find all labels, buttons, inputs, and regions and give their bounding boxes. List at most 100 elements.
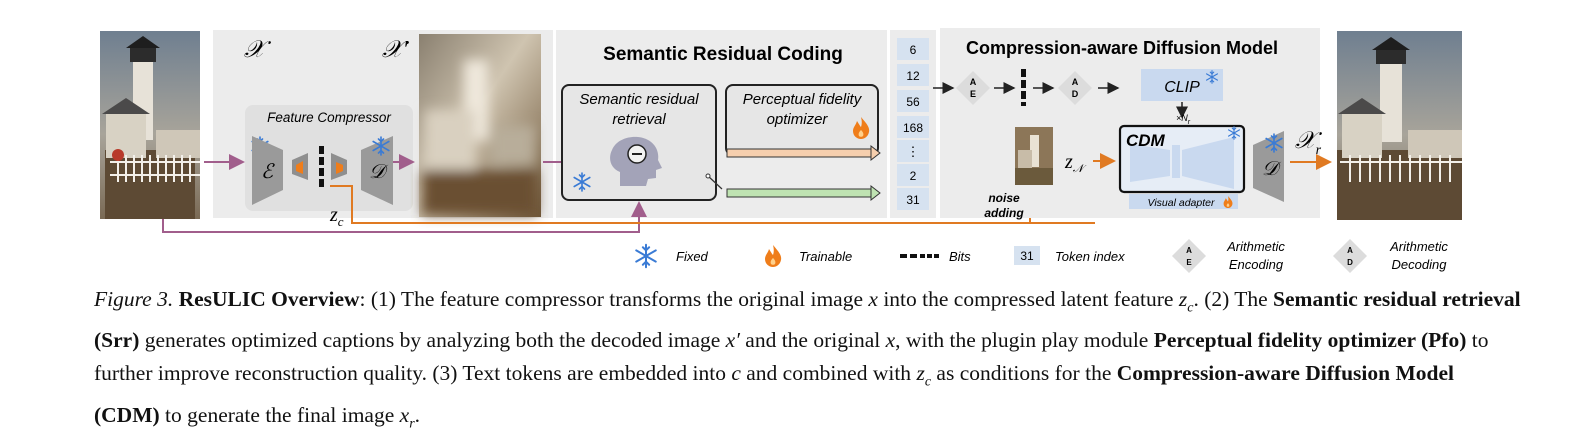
decoded-image xyxy=(419,34,541,217)
legend-trainable: Trainable xyxy=(799,249,852,264)
final-decoder-symbol: 𝒟 xyxy=(1262,158,1282,180)
caption-math: x′ xyxy=(725,328,740,353)
pfo-label-1: Perceptual fidelity xyxy=(743,91,863,108)
pfo-output-bar xyxy=(726,148,872,158)
legend-token-box xyxy=(1014,246,1040,265)
legend-ad-2: Decoding xyxy=(1392,257,1448,272)
caption-title: ResULIC Overview xyxy=(178,287,360,311)
legend-token-example: 31 xyxy=(1020,249,1034,263)
cdm-panel-title: Compression-aware Diffusion Model xyxy=(966,38,1278,58)
legend-ae-2: Encoding xyxy=(1229,257,1284,272)
snowflake-icon xyxy=(635,243,657,269)
legend-token-index: Token index xyxy=(1055,249,1125,264)
srr-output-arrowhead xyxy=(870,184,881,202)
ad-d: D xyxy=(1072,89,1079,99)
token: 2 xyxy=(910,169,917,183)
cdm-label: CDM xyxy=(1126,131,1166,150)
cdm-encoder-shape xyxy=(1130,144,1170,182)
cdm-decoder-shape xyxy=(1182,137,1234,189)
caption-math: xr xyxy=(399,402,415,431)
caption-term: Compression-aware Diffusion Model (CDM) xyxy=(94,361,1454,427)
token: 12 xyxy=(906,69,920,83)
caption-math: x xyxy=(885,328,896,353)
feature-compressor-label: Feature Compressor xyxy=(267,110,391,125)
legend-ae-a: A xyxy=(1186,246,1192,255)
clip-box xyxy=(1141,69,1223,101)
bits-icon xyxy=(900,254,939,258)
flame-icon xyxy=(336,162,343,174)
encoder-symbol: ℰ xyxy=(261,161,275,183)
legend-ae-e: E xyxy=(1186,258,1192,267)
token: 168 xyxy=(903,121,923,135)
legend-ad-1: Arithmetic xyxy=(1389,239,1448,254)
bits-icon xyxy=(319,146,324,187)
semantic-residual-title: Semantic Residual Coding xyxy=(603,44,843,65)
caption-term: Perceptual fidelity optimizer (Pfo) xyxy=(1153,328,1467,353)
caption-text: , with the plugin play module xyxy=(895,328,1154,353)
caption-text: to generate the final image xyxy=(159,402,400,427)
caption-math: c xyxy=(731,361,741,386)
switch-node xyxy=(705,173,711,179)
token-box xyxy=(897,38,929,60)
flame-icon xyxy=(296,161,303,174)
x-prime-label: 𝒳′ xyxy=(382,37,410,63)
figure-caption: Figure 3. ResULIC Overview: (1) The feat… xyxy=(94,283,1524,440)
encoder-block xyxy=(252,136,283,205)
token-list: 6 12 56 168 ⋮ 2 31 xyxy=(897,38,929,210)
legend-bits: Bits xyxy=(949,249,971,264)
token-box xyxy=(897,140,929,162)
noise-label-1: noise xyxy=(988,191,1020,205)
overview-diagram: 𝒳 𝒳′ Feature Compressor ℰ 𝒟 zc Semantic … xyxy=(100,28,1462,273)
zc-label: zc xyxy=(329,204,344,229)
token: ⋮ xyxy=(907,144,920,159)
srr-output-bar xyxy=(726,188,872,198)
head-icon xyxy=(610,136,662,186)
cdm-mid-shape xyxy=(1172,145,1180,178)
decoder-block xyxy=(361,136,393,205)
bits-icon xyxy=(1021,69,1026,106)
legend-ae-1: Arithmetic xyxy=(1226,239,1285,254)
decoder-symbol: 𝒟 xyxy=(369,161,389,183)
caption-text: and combined with xyxy=(740,361,917,386)
ae-e: E xyxy=(970,89,976,99)
token: 6 xyxy=(910,43,917,57)
legend-ad-d: D xyxy=(1347,258,1353,267)
srr-label-2: retrieval xyxy=(612,111,666,128)
caption-text: into the compressed latent feature xyxy=(877,287,1179,311)
token-box xyxy=(897,64,929,86)
legend-fixed: Fixed xyxy=(676,249,709,264)
ad-a: A xyxy=(1072,77,1079,87)
switch-line xyxy=(707,175,723,190)
token: 31 xyxy=(906,193,920,207)
zn-label: z𝒩 xyxy=(1064,151,1087,175)
flame-icon xyxy=(765,245,782,267)
reconstructed-image xyxy=(1337,31,1462,220)
caption-term: Semantic residual retrieval (Srr) xyxy=(94,287,1521,353)
caption-math: zc xyxy=(1178,287,1194,316)
original-image xyxy=(100,31,200,219)
token-box xyxy=(897,90,929,112)
nr-label: ×Nr xyxy=(1176,113,1191,126)
pfo-output-arrowhead xyxy=(870,144,881,162)
clip-label: CLIP xyxy=(1164,79,1200,96)
caption-text: . xyxy=(414,402,421,427)
token: 56 xyxy=(906,95,920,109)
arithmetic-decoding-icon xyxy=(1333,239,1367,273)
caption-text: to further improve reconstruction qualit… xyxy=(94,328,1489,386)
token-box xyxy=(897,116,929,138)
visual-adapter-label: Visual adapter xyxy=(1148,197,1215,209)
pfo-label-2: optimizer xyxy=(767,111,829,128)
zc-condition-line xyxy=(330,185,1095,224)
caption-text: as conditions for the xyxy=(931,361,1117,386)
noisy-image xyxy=(1015,127,1053,185)
figure-number: Figure 3. xyxy=(94,287,174,311)
caption-math: x xyxy=(868,287,878,311)
caption-text: : (1) The feature compressor transforms … xyxy=(359,287,869,311)
srr-label-1: Semantic residual xyxy=(579,91,699,108)
legend-ad-a: A xyxy=(1347,246,1353,255)
caption-text: generates optimized captions by analyzin… xyxy=(139,328,726,353)
noise-label-2: adding xyxy=(984,206,1024,220)
caption-math: zc xyxy=(916,361,932,390)
caption-text: and the original xyxy=(739,328,886,353)
